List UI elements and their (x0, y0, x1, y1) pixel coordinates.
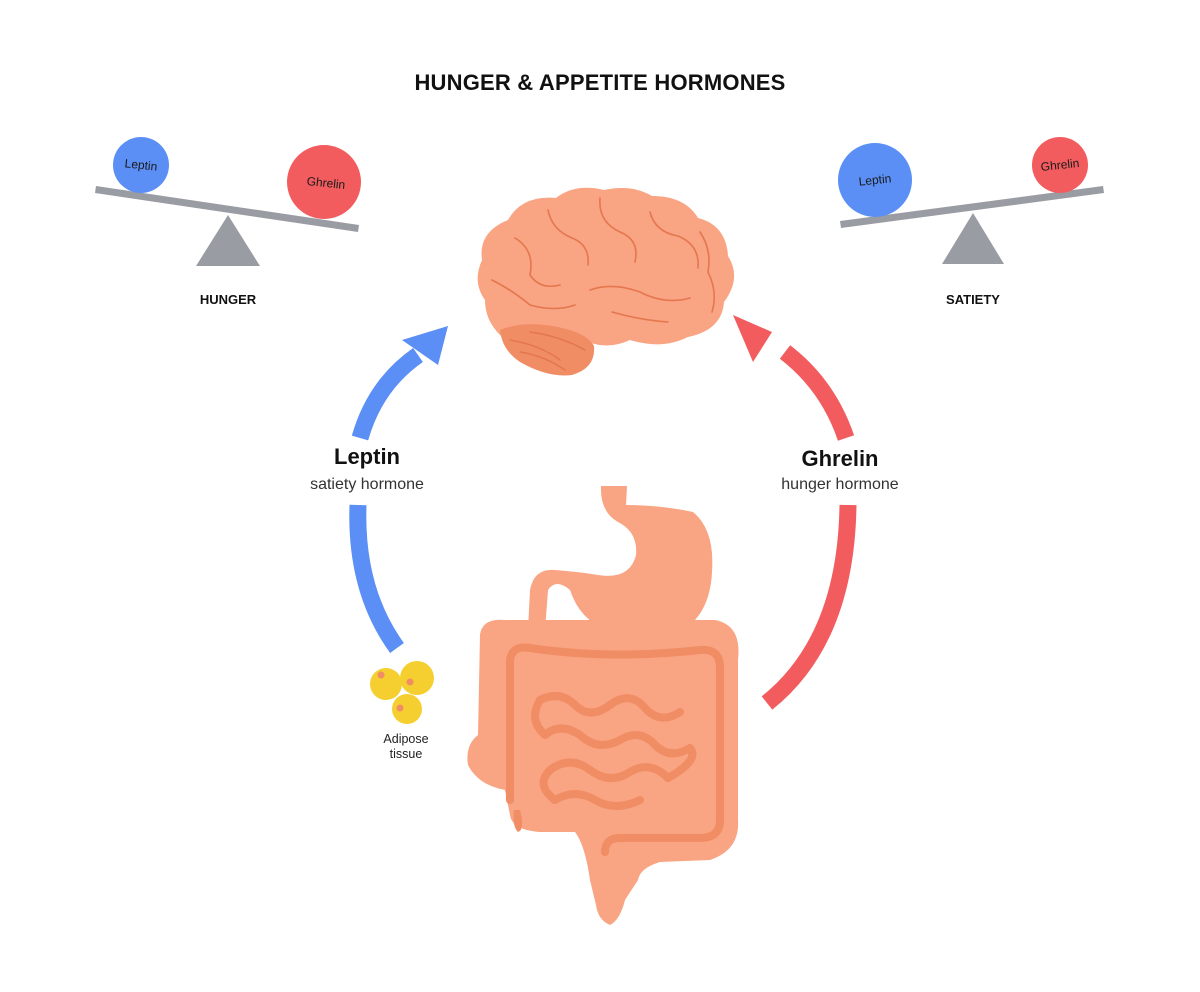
adipose-label-line2: tissue (389, 747, 423, 761)
left-leptin-ball-label: Leptin (124, 156, 158, 173)
ghrelin-name: Ghrelin (801, 446, 879, 471)
left-balance-scale: Leptin Ghrelin (95, 137, 361, 266)
satiety-label: SATIETY (946, 292, 1000, 307)
adipose-label: Adipose tissue (346, 732, 466, 762)
adipose-label-line1: Adipose (383, 732, 429, 746)
intestines-icon (467, 619, 739, 925)
left-scale-fulcrum (196, 215, 260, 266)
title: HUNGER & APPETITE HORMONES (414, 70, 786, 95)
left-scale-beam (95, 186, 359, 232)
stomach-icon (528, 486, 713, 639)
left-ghrelin-ball-label: Ghrelin (306, 174, 346, 192)
left-ghrelin-ball (287, 145, 361, 219)
right-ghrelin-ball-label: Ghrelin (1040, 156, 1080, 174)
right-leptin-ball-label: Leptin (858, 171, 892, 188)
right-scale-beam (840, 186, 1104, 228)
leptin-arrow (349, 326, 448, 653)
ghrelin-arrow (733, 315, 857, 710)
ghrelin-description: hunger hormone (781, 476, 899, 493)
right-ghrelin-ball (1032, 137, 1088, 193)
left-leptin-ball (113, 137, 169, 193)
right-scale-fulcrum (942, 213, 1004, 264)
adipose-cells-icon (370, 661, 434, 724)
leptin-name: Leptin (334, 444, 400, 469)
right-balance-scale: Leptin Ghrelin (838, 137, 1104, 264)
brain-icon (477, 187, 735, 376)
leptin-description: satiety hormone (310, 476, 424, 493)
hunger-label: HUNGER (199, 292, 257, 307)
right-leptin-ball (838, 143, 912, 217)
